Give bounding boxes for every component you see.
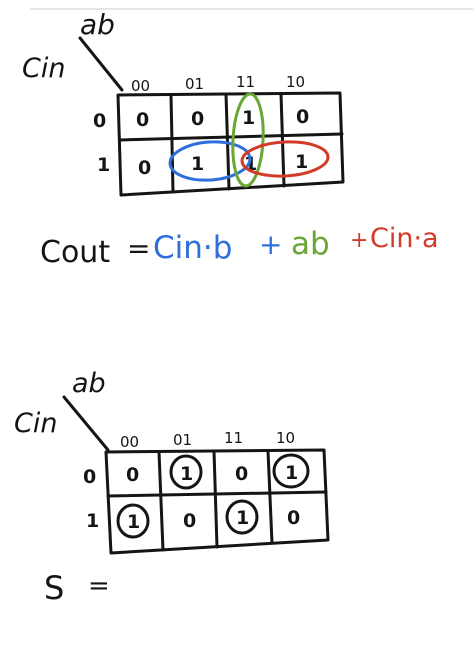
kmap-cout-group-red (240, 140, 330, 178)
cout-term-1: Cin·b (153, 230, 232, 266)
kmap-cout-cell: 0 (296, 106, 309, 128)
cout-equation: Cout = Cin·b + ab + Cin·a (40, 223, 439, 270)
cout-equals: = (127, 232, 150, 265)
cout-plus-2: + (350, 228, 368, 253)
kmap-s-row-var: Cin (14, 408, 57, 439)
kmap-s-col-var: ab (72, 368, 106, 399)
kmap-cout-cell: 0 (138, 157, 151, 179)
kmap-s-col-header: 10 (276, 429, 295, 447)
kmap-s-grid (104, 448, 330, 555)
kmap-cout-col-header: 00 (131, 77, 150, 95)
kmap-s-diagonal (62, 395, 110, 452)
kmap-cout-row-var: Cin (22, 53, 65, 84)
kmap-s-cell: 0 (126, 464, 139, 486)
kmap-cout-col-header: 10 (286, 73, 305, 91)
kmap-s-row-header: 1 (86, 510, 99, 532)
cout-label: Cout (40, 235, 110, 270)
kmap-s-col-header: 01 (173, 431, 192, 449)
kmap-cout-col-var: ab (80, 8, 115, 41)
kmap-s-minterm-circle (225, 499, 259, 535)
kmap-s-col-header: 00 (120, 433, 139, 451)
kmap-s-minterm-circle (116, 503, 150, 539)
kmap-cout-cell: 1 (242, 107, 255, 129)
kmap-s-cell: 0 (183, 510, 196, 532)
cout-plus-1: + (259, 228, 282, 261)
s-equals: = (88, 571, 110, 601)
kmap-cout-row-header: 0 (93, 110, 106, 132)
cout-term-3: Cin·a (370, 223, 439, 254)
kmap-cout-cell: 0 (136, 109, 149, 131)
kmap-s-minterm-circle (169, 454, 203, 490)
kmap-cout-col-header: 01 (185, 75, 204, 93)
s-equation: S = (44, 569, 110, 607)
kmap-cout-cell: 1 (191, 153, 204, 175)
kmap-s-cell: 1 (285, 462, 298, 484)
kmap-s-cell: 1 (236, 507, 249, 529)
kmap-cout-group-blue (168, 140, 252, 182)
cout-term-2: ab (291, 226, 330, 262)
kmap-cout-group-green (231, 92, 265, 188)
kmap-cout-col-header: 11 (236, 73, 255, 91)
kmap-s-col-header: 11 (224, 429, 243, 447)
kmap-s-circled-minterms (116, 453, 310, 539)
kmap-s-row-header: 0 (83, 466, 96, 488)
kmap-cout-row-header: 1 (97, 154, 110, 176)
s-label: S (44, 569, 64, 607)
kmap-s-minterm-circle (272, 453, 310, 489)
kmap-s-cell: 1 (180, 463, 193, 485)
kmap-s-cell: 1 (127, 511, 140, 533)
kmap-cout-diagonal (78, 36, 124, 92)
kmap-s: ab Cin 00 01 11 10 0 1 0 1 0 1 1 0 1 0 (14, 368, 330, 555)
kmap-cout-cell: 1 (295, 151, 308, 173)
kmap-cout: ab Cin 00 01 11 10 0 1 0 0 1 0 0 1 1 1 (22, 8, 345, 197)
kmap-cout-cell: 0 (191, 108, 204, 130)
kmap-s-cell: 0 (235, 463, 248, 485)
kmap-s-cell: 0 (287, 507, 300, 529)
